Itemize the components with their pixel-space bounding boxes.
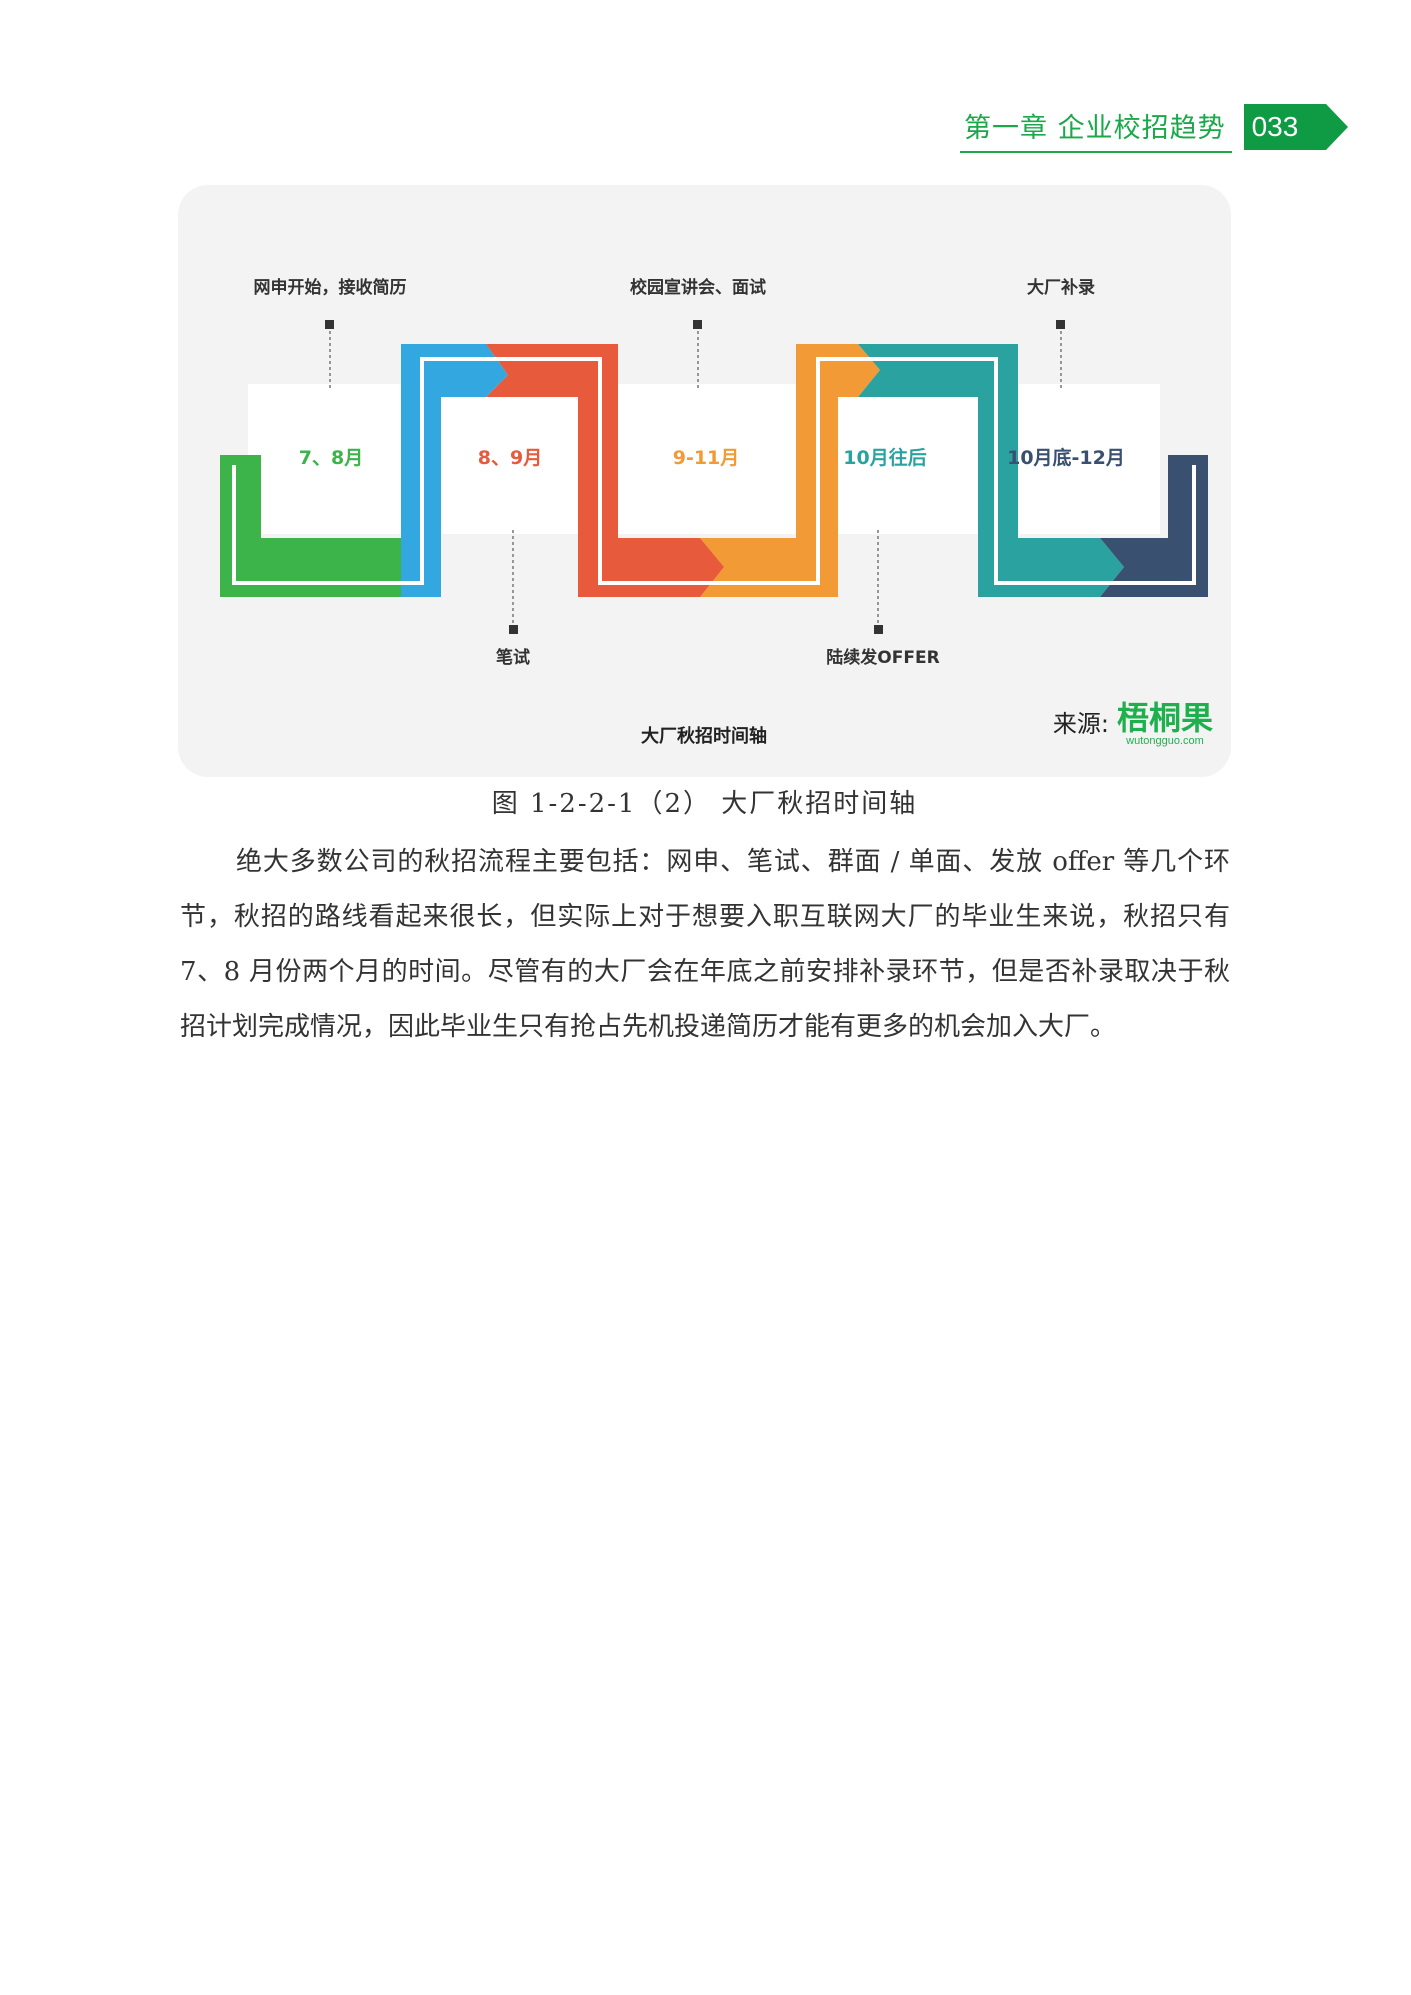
ribbon-green — [220, 455, 428, 597]
wutongguo-logo: 梧桐果 wutongguo.com — [1117, 701, 1213, 747]
logo-text: 梧桐果 — [1116, 699, 1213, 737]
period-label: 10月往后 — [843, 446, 926, 469]
page-header: 第一章 企业校招趋势 033 — [960, 102, 1348, 153]
timeline-graphic: 7、8月 8、9月 9-11月 10月往后 10月底-12月 网申开始，接收简历… — [220, 277, 1208, 747]
period-label: 7、8月 — [299, 447, 363, 469]
figure-inner-title: 大厂秋招时间轴 — [641, 725, 767, 747]
event-label-bottom: 笔试 — [496, 647, 530, 668]
event-marker — [509, 625, 518, 634]
event-marker — [874, 625, 883, 634]
source-label: 来源: — [1052, 710, 1109, 738]
body-paragraph: 绝大多数公司的秋招流程主要包括：网申、笔试、群面 / 单面、发放 offer 等… — [180, 847, 1230, 1042]
logo-url: wutongguo.com — [1126, 735, 1204, 747]
page-number-badge: 033 — [1243, 104, 1348, 150]
event-marker — [693, 320, 702, 329]
event-label-bottom: 陆续发OFFER — [826, 647, 939, 668]
figure-caption: 图 1-2-2-1（2） 大厂秋招时间轴 — [491, 789, 918, 819]
event-marker — [325, 320, 334, 329]
chapter-title: 第一章 企业校招趋势 — [960, 102, 1232, 153]
period-label: 10月底-12月 — [1007, 446, 1125, 469]
event-label-top: 网申开始，接收简历 — [254, 277, 407, 298]
period-label: 9-11月 — [673, 447, 740, 469]
period-label: 8、9月 — [478, 447, 542, 469]
ribbon-inner-line — [232, 357, 1196, 585]
source-attribution: 来源: 梧桐果 wutongguo.com — [1053, 701, 1213, 747]
event-label-top: 大厂补录 — [1027, 277, 1095, 298]
timeline-figure: 7、8月 8、9月 9-11月 10月往后 10月底-12月 网申开始，接收简历… — [178, 185, 1231, 777]
event-label-top: 校园宣讲会、面试 — [630, 277, 766, 298]
event-marker — [1056, 320, 1065, 329]
ribbon-navy — [1100, 455, 1208, 597]
